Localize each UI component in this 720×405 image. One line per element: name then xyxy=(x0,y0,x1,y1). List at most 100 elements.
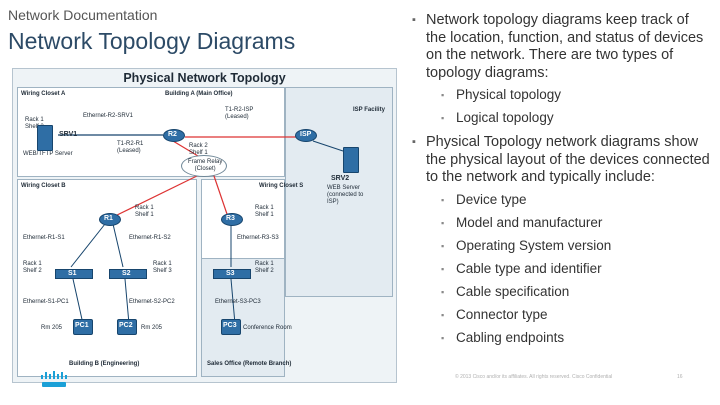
sub-bullet-item: ▪ Connector type xyxy=(426,307,710,323)
sub-bullet-text: Cable type and identifier xyxy=(456,260,602,276)
s2-label: S2 xyxy=(122,270,131,277)
sub-bullet-item: ▪ Cabling endpoints xyxy=(426,330,710,346)
s3-rack-label: Rack 1 Shelf 2 xyxy=(255,261,274,274)
r1-rack-label: Rack 1 Shelf 1 xyxy=(135,205,154,218)
r3-rack-label: Rack 1 Shelf 1 xyxy=(255,205,274,218)
link-r3-s3-label: Ethernet-R3-S3 xyxy=(237,235,279,241)
sub-bullet-item: ▪ Cable specification xyxy=(426,284,710,300)
sub-bullet-text: Device type xyxy=(456,191,527,207)
pc3-label: PC3 xyxy=(223,322,237,329)
closet-s-label: Wiring Closet S xyxy=(259,183,304,189)
sub-bullet-item: ▪ Operating System version xyxy=(426,238,710,254)
pc1-room-label: Rm 205 xyxy=(41,325,63,331)
srv1-server-icon xyxy=(37,125,53,151)
sub-bullet-text: Cabling endpoints xyxy=(456,329,565,345)
physical-topology-diagram: Physical Network Topology Wiring Closet … xyxy=(12,68,397,383)
pc2-label: PC2 xyxy=(119,322,133,329)
link-s3-pc3-label: Ethernet-S3-PC3 xyxy=(215,299,261,305)
sub-bullet-icon: ▪ xyxy=(441,286,445,297)
sub-bullet-icon: ▪ xyxy=(441,240,445,251)
page-number: 16 xyxy=(677,374,683,380)
frame-relay-label: Frame Relay (Closet) xyxy=(188,159,223,172)
sub-bullet-icon: ▪ xyxy=(441,263,445,274)
sub-bullet-text: Logical topology xyxy=(456,110,554,125)
sub-bullet-list: ▪ Physical topology ▪ Logical topology xyxy=(426,87,710,126)
r3-router-icon xyxy=(221,213,243,226)
bullet-square-icon: ▪ xyxy=(412,136,416,148)
r2-label: R2 xyxy=(168,131,177,138)
isp-facility-area xyxy=(285,87,393,297)
diagram-title: Physical Network Topology xyxy=(123,71,286,85)
link-r1-s2-label: Ethernet-R1-S2 xyxy=(129,235,171,241)
closet-a-label: Wiring Closet A xyxy=(21,91,66,97)
section-label: Network Documentation xyxy=(8,7,158,23)
r3-label: R3 xyxy=(226,215,235,222)
isp-label: ISP xyxy=(300,131,312,138)
link-r1-s1-label: Ethernet-R1-S1 xyxy=(23,235,65,241)
srv1-label: SRV1 xyxy=(59,131,78,138)
sub-bullet-icon: ▪ xyxy=(441,194,445,205)
sub-bullet-item: ▪ Logical topology xyxy=(426,110,710,126)
sub-bullet-icon: ▪ xyxy=(441,90,445,100)
bullet-square-icon: ▪ xyxy=(412,14,416,26)
slide-title: Network Topology Diagrams xyxy=(8,28,296,54)
pc2-room-label: Rm 205 xyxy=(141,325,163,331)
r2-router-icon xyxy=(163,129,185,142)
pc2-computer-icon xyxy=(117,319,137,335)
bullet-item: ▪ Network topology diagrams keep track o… xyxy=(410,12,710,126)
link-s1-pc1-label: Ethernet-S1-PC1 xyxy=(23,299,69,305)
sub-bullet-item: ▪ Physical topology xyxy=(426,87,710,103)
srv2-label: SRV2 xyxy=(331,175,350,182)
pc1-computer-icon xyxy=(73,319,93,335)
r1-label: R1 xyxy=(104,215,113,222)
sub-bullet-text: Cable specification xyxy=(456,283,570,299)
sub-bullet-list: ▪ Device type ▪ Model and manufacturer ▪ Op… xyxy=(426,192,710,346)
link-s2-pc2-label: Ethernet-S2-PC2 xyxy=(129,299,175,305)
sub-bullet-text: Physical topology xyxy=(456,87,562,102)
s2-switch-icon xyxy=(109,269,147,279)
s1-label: S1 xyxy=(68,270,77,277)
bullet-text: Physical Topology network diagrams show … xyxy=(426,134,710,185)
sub-bullet-icon: ▪ xyxy=(441,309,445,320)
closet-b-label: Wiring Closet B xyxy=(21,183,66,189)
pc3-room-label: Conference Room xyxy=(243,325,292,331)
sub-bullet-icon: ▪ xyxy=(441,113,445,123)
isp-router-icon xyxy=(295,129,317,142)
s2-rack-label: Rack 1 Shelf 3 xyxy=(153,261,172,274)
s1-rack-label: Rack 1 Shelf 2 xyxy=(23,261,42,274)
closet-s-area xyxy=(201,179,285,259)
s1-switch-icon xyxy=(55,269,93,279)
sub-bullet-item: ▪ Cable type and identifier xyxy=(426,261,710,277)
cable-lines xyxy=(58,134,344,325)
s3-label: S3 xyxy=(226,270,235,277)
r2-rack-label: Rack 2 Shelf 1 xyxy=(189,143,208,156)
isp-facility-label: ISP Facility xyxy=(353,107,385,113)
srv1-desc-label: WEB/TFTP Server xyxy=(23,151,73,157)
sales-office-label: Sales Office (Remote Branch) xyxy=(207,361,292,367)
building-b-label: Building B (Engineering) xyxy=(69,361,140,367)
sub-bullet-icon: ▪ xyxy=(441,217,445,228)
bullet-text: Network topology diagrams keep track of … xyxy=(426,12,704,81)
footer-copyright: © 2013 Cisco and/or its affiliates. All … xyxy=(455,374,613,380)
frame-relay-cloud xyxy=(181,155,227,177)
building-b-area xyxy=(17,179,197,377)
sub-bullet-text: Operating System version xyxy=(456,237,612,253)
sub-bullet-text: Connector type xyxy=(456,306,548,322)
srv2-desc-label: WEB Server (connected to ISP) xyxy=(327,185,364,205)
sub-bullet-item: ▪ Model and manufacturer xyxy=(426,215,710,231)
pc3-computer-icon xyxy=(221,319,241,335)
r1-router-icon xyxy=(99,213,121,226)
building-a-label: Building A (Main Office) xyxy=(165,91,233,97)
sub-bullet-item: ▪ Device type xyxy=(426,192,710,208)
building-a-area xyxy=(17,87,285,177)
bullet-list: ▪ Network topology diagrams keep track o… xyxy=(410,12,710,354)
sub-bullet-text: Model and manufacturer xyxy=(456,214,603,230)
bullet-item: ▪ Physical Topology network diagrams sho… xyxy=(410,134,710,346)
link-t1-isp-label: T1-R2-ISP (Leased) xyxy=(225,107,254,120)
sub-bullet-icon: ▪ xyxy=(441,332,445,343)
pc1-label: PC1 xyxy=(75,322,89,329)
link-t1-r1-label: T1-R2-R1 (Leased) xyxy=(117,141,144,154)
cisco-logo-icon xyxy=(41,371,67,387)
link-r2-srv1-label: Ethernet-R2-SRV1 xyxy=(83,113,133,119)
srv2-server-icon xyxy=(343,147,359,173)
